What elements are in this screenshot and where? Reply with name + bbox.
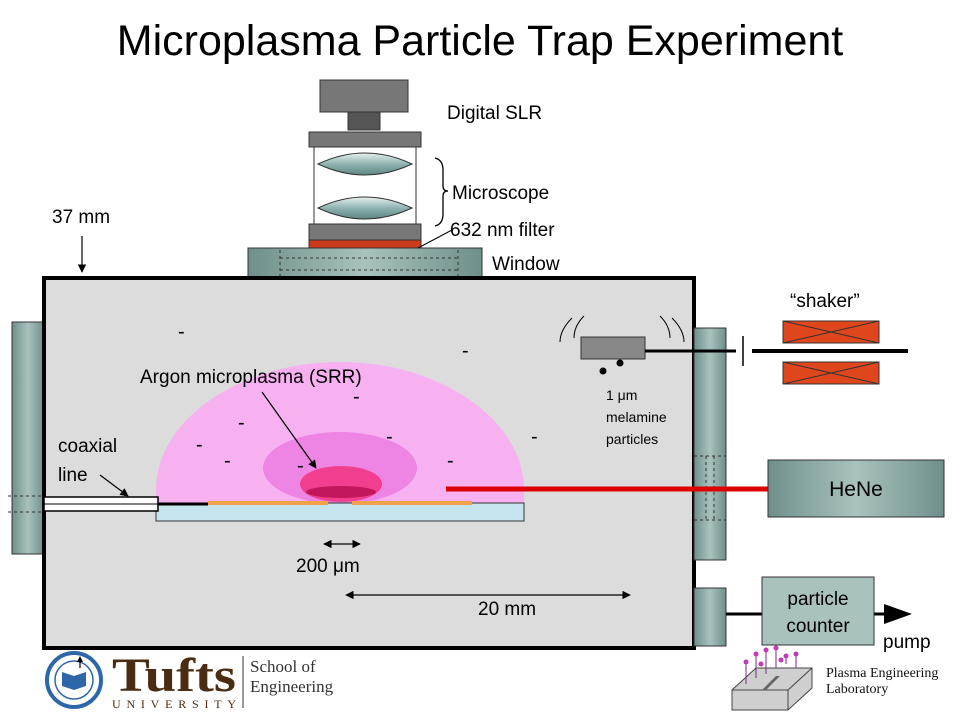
pump-label: pump <box>883 632 931 653</box>
charge-mark: - <box>297 455 304 477</box>
hene-label: HeNe <box>829 478 883 501</box>
gap-label: 200 μm <box>296 556 360 577</box>
melamine-particle <box>599 367 607 375</box>
electrode-right <box>352 501 472 505</box>
pel-device-base <box>731 667 813 711</box>
lens-upper <box>316 152 414 176</box>
page-title: Microplasma Particle Trap Experiment <box>117 17 844 65</box>
melamine-particle <box>616 359 624 367</box>
particle-dispenser <box>580 336 646 360</box>
microscope-label: Microscope <box>452 183 549 204</box>
window-flange <box>247 247 483 281</box>
camera-body <box>319 79 409 113</box>
charge-mark: - <box>447 450 454 472</box>
hene-laser <box>767 459 945 518</box>
charge-mark: - <box>196 434 203 456</box>
substrate <box>155 502 525 522</box>
right-port <box>693 327 727 561</box>
shaker-label: “shaker” <box>790 291 860 312</box>
left-port <box>11 321 45 555</box>
pel-line1: Plasma Engineering <box>826 666 938 681</box>
coaxial-arrow <box>99 474 129 497</box>
tufts-wordmark: Tufts <box>112 649 236 702</box>
pel-line2: Laboratory <box>826 682 888 697</box>
charge-mark: - <box>386 426 393 448</box>
charge-mark: - <box>353 386 360 408</box>
pump-arrowhead <box>884 604 912 624</box>
microscope-brace <box>434 157 449 227</box>
microscope-top-plate <box>308 131 422 148</box>
chamber-size-label: 37 mm <box>52 207 110 228</box>
microscope-bottom-plate <box>308 223 422 241</box>
vibration-arc <box>559 317 573 343</box>
counter-label-line1: particle <box>787 589 848 610</box>
pump-port <box>693 587 727 647</box>
vibration-arc <box>671 317 685 343</box>
school-line2: Engineering <box>250 677 334 696</box>
charge-mark: - <box>224 450 231 472</box>
charge-mark: - <box>238 412 245 434</box>
particles-label-line1: 1 μm <box>606 387 637 403</box>
camera-mount <box>347 111 381 131</box>
particles-label-line2: melamine <box>606 409 667 425</box>
shaker-magnet-upper <box>782 320 880 344</box>
vibration-arc <box>573 315 585 339</box>
particle-counter <box>761 576 875 646</box>
filter-leader <box>417 229 453 249</box>
plasma-label: Argon microplasma (SRR) <box>140 367 362 388</box>
camera-label: Digital SLR <box>447 103 542 124</box>
window-label: Window <box>492 254 560 275</box>
coaxial-label-line2: line <box>58 465 88 486</box>
tufts-logo: Tufts UNIVERSITY School of Engineering <box>45 649 334 711</box>
coaxial-label-line1: coaxial <box>58 436 117 457</box>
pel-logo: Plasma Engineering Laboratory <box>731 645 938 711</box>
school-line1: School of <box>250 657 316 676</box>
charge-mark: - <box>178 321 185 343</box>
counter-label-line2: counter <box>786 616 850 637</box>
charge-mark: - <box>462 340 469 362</box>
vibration-arc <box>659 315 671 339</box>
distance-label: 20 mm <box>478 599 536 620</box>
plasma-arrow <box>261 391 317 469</box>
negative-charges: - - - - - - - - - - <box>178 321 538 477</box>
lens-lower <box>316 196 414 220</box>
plasma-core-base <box>306 486 376 498</box>
electrode-left <box>208 501 328 505</box>
filter-label: 632 nm filter <box>450 220 555 241</box>
charge-mark: - <box>531 426 538 448</box>
shaker-magnet-lower <box>782 361 880 385</box>
particles-label-line3: particles <box>606 431 658 447</box>
